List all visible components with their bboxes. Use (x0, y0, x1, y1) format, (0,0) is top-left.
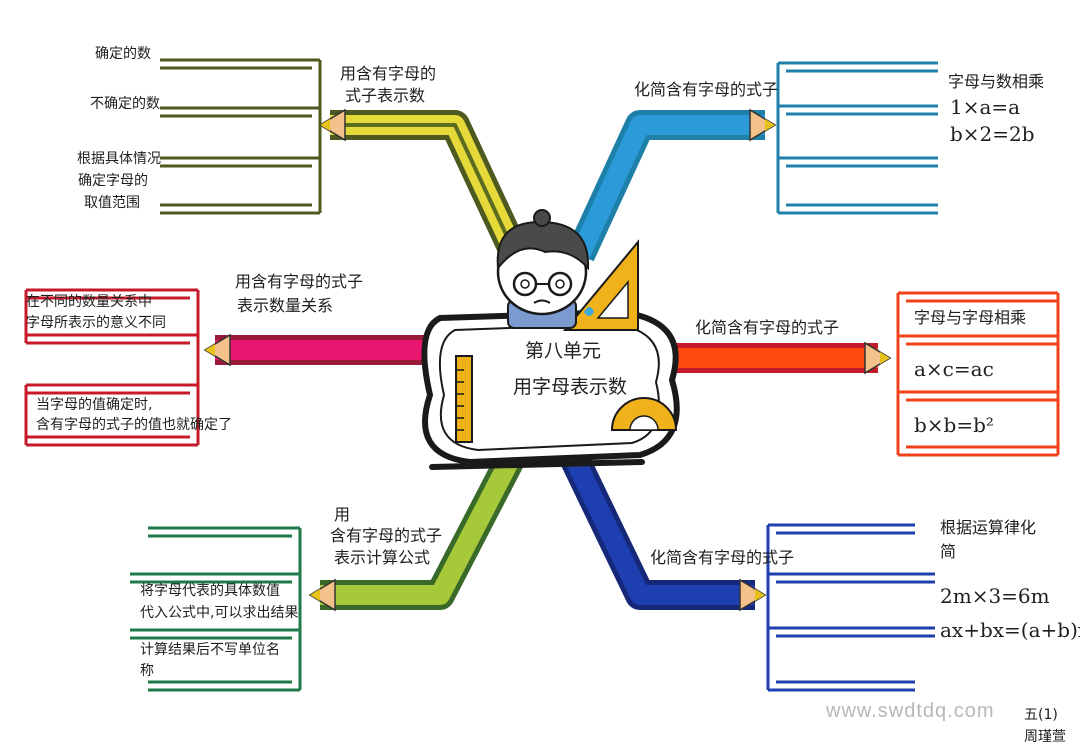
leaf-bottom-left-1: 将字母代表的具体数值 (140, 583, 280, 599)
bracket-mid-left (24, 288, 200, 447)
pencil-tip-top-left (318, 108, 346, 142)
leaf-mid-left-1: 在不同的数量关系中 (26, 294, 152, 310)
set-square-icon (562, 239, 639, 331)
pencil-tip-bottom-left (308, 578, 336, 612)
ruler-icon (455, 355, 473, 443)
leaf-top-left-4: 确定字母的 (78, 173, 148, 189)
leaf-top-left-1: 确定的数 (95, 46, 151, 62)
bracket-top-left (160, 58, 322, 215)
leaf-bottom-left-3: 计算结果后不写单位名 (140, 642, 280, 658)
branch-road-bottom-left (320, 453, 524, 610)
watermark: www.swdtdq.com (826, 700, 995, 722)
pencil-tip-bottom-right (739, 578, 767, 612)
leaf-top-right-3: b×2=2b (950, 122, 1035, 146)
branch-label-top-left-2: 式子表示数 (345, 86, 426, 105)
branch-label-mid-left-2: 表示数量关系 (237, 296, 334, 315)
leaf-bottom-right-4: ax+bx=(a+b)x (940, 618, 1080, 642)
leaf-bottom-left-4: 称 (140, 663, 154, 679)
branch-label-mid-right: 化简含有字母的式子 (695, 318, 840, 337)
pencil-tip-mid-right (864, 341, 892, 375)
center-title-line-2: 用字母表示数 (512, 376, 627, 398)
student-character-icon (496, 209, 594, 329)
bracket-bottom-right (766, 523, 935, 692)
leaf-top-left-2: 不确定的数 (90, 96, 160, 112)
branch-label-mid-left-1: 用含有字母的式子 (235, 272, 364, 291)
leaf-top-left-5: 取值范围 (84, 195, 140, 211)
branch-road-top-left (330, 110, 539, 282)
leaf-top-right-1: 字母与数相乘 (948, 72, 1045, 91)
center-title-line-1: 第八单元 (524, 340, 601, 362)
leaf-bottom-left-2: 代入公式中,可以求出结果 (140, 605, 299, 621)
bracket-mid-right (896, 291, 1060, 457)
leaf-mid-left-2: 字母所表示的意义不同 (26, 315, 166, 331)
leaf-mid-right-1: 字母与字母相乘 (914, 308, 1027, 327)
leaf-bottom-right-1: 根据运算律化 (940, 518, 1037, 537)
leaf-mid-left-4: 含有字母的式子的值也就确定了 (36, 417, 232, 433)
branch-label-top-left-1: 用含有字母的 (340, 64, 437, 83)
leaf-top-right-2: 1×a=a (950, 95, 1021, 119)
leaf-mid-left-3: 当字母的值确定时, (36, 397, 153, 413)
branch-label-top-right: 化简含有字母的式子 (634, 80, 779, 99)
bracket-bottom-left (130, 526, 302, 692)
protractor-icon (610, 397, 678, 431)
bracket-top-right (776, 61, 938, 215)
branch-label-bottom-left-3: 表示计算公式 (334, 548, 431, 567)
leaf-bottom-right-2: 简 (940, 542, 957, 561)
branch-road-bottom-right (561, 453, 755, 610)
leaf-mid-right-2: a×c=ac (914, 357, 994, 381)
branch-label-bottom-right: 化简含有字母的式子 (650, 548, 795, 567)
signature-class: 五(1) (1024, 707, 1058, 723)
leaf-top-left-3: 根据具体情况 (77, 151, 161, 167)
branch-label-bottom-left-2: 含有字母的式子 (330, 526, 443, 545)
leaf-bottom-right-3: 2m×3=6m (940, 584, 1050, 608)
leaf-mid-right-3: b×b=b² (914, 413, 994, 437)
pencil-tip-mid-left (203, 333, 231, 367)
signature-name: 周瑾萱 (1024, 729, 1066, 745)
branch-label-bottom-left-1: 用 (334, 505, 351, 524)
branch-road-top-right (566, 110, 765, 262)
pencil-tip-top-right (749, 108, 777, 142)
